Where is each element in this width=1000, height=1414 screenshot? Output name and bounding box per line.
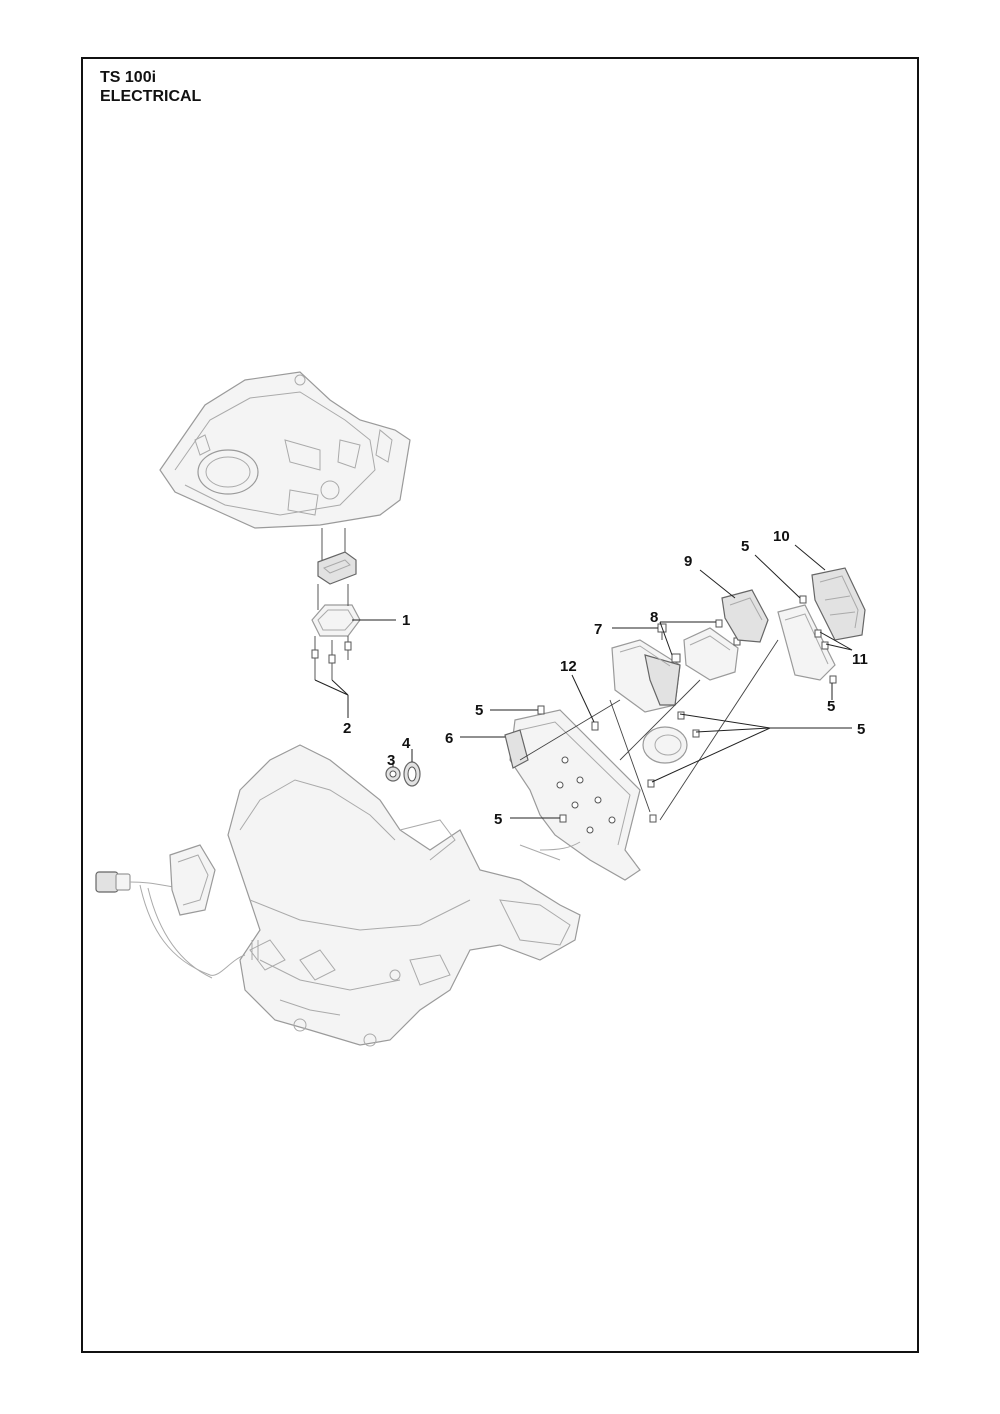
part-7-control-unit — [519, 623, 681, 761]
callout-5-right: 5 — [827, 698, 835, 715]
callout-4: 4 — [402, 735, 411, 752]
callout-6: 6 — [445, 730, 453, 747]
callout-12: 12 — [560, 658, 577, 675]
leader-lines — [314, 544, 853, 819]
lower-body — [227, 744, 581, 1047]
callout-labels: 1 2 3 4 5 6 5 12 7 8 9 5 10 11 5 5 — [343, 528, 868, 828]
callout-5-top: 5 — [741, 538, 749, 555]
callout-9: 9 — [684, 553, 692, 570]
part-8-connector — [619, 619, 741, 761]
part-9-cover — [721, 589, 769, 643]
callout-3: 3 — [387, 752, 395, 769]
callout-5-plate-top: 5 — [475, 702, 483, 719]
callout-8: 8 — [650, 609, 658, 626]
cable-harness — [95, 844, 259, 979]
model-name: TS 100i — [100, 69, 157, 86]
part-10-housing — [811, 567, 866, 641]
part-6-mounting-plate — [504, 709, 641, 881]
callout-5-plate-bottom: 5 — [494, 811, 502, 828]
part-12-actuator — [537, 699, 700, 823]
part-3-star-washer — [385, 766, 401, 782]
drawing-frame — [81, 57, 919, 1353]
callout-5-actuator: 5 — [857, 721, 865, 738]
callout-10: 10 — [773, 528, 790, 545]
callout-1: 1 — [402, 612, 410, 629]
diagram-title: TS 100i ELECTRICAL — [100, 68, 201, 106]
callout-11: 11 — [852, 651, 868, 668]
upper-cover — [159, 371, 411, 529]
callout-2: 2 — [343, 720, 351, 737]
part-11-bracket — [659, 595, 837, 821]
part-4-grommet — [403, 761, 421, 787]
callout-7: 7 — [594, 621, 602, 638]
part-2-screws — [311, 636, 352, 680]
section-name: ELECTRICAL — [100, 88, 202, 105]
part-1-switch — [311, 528, 361, 637]
